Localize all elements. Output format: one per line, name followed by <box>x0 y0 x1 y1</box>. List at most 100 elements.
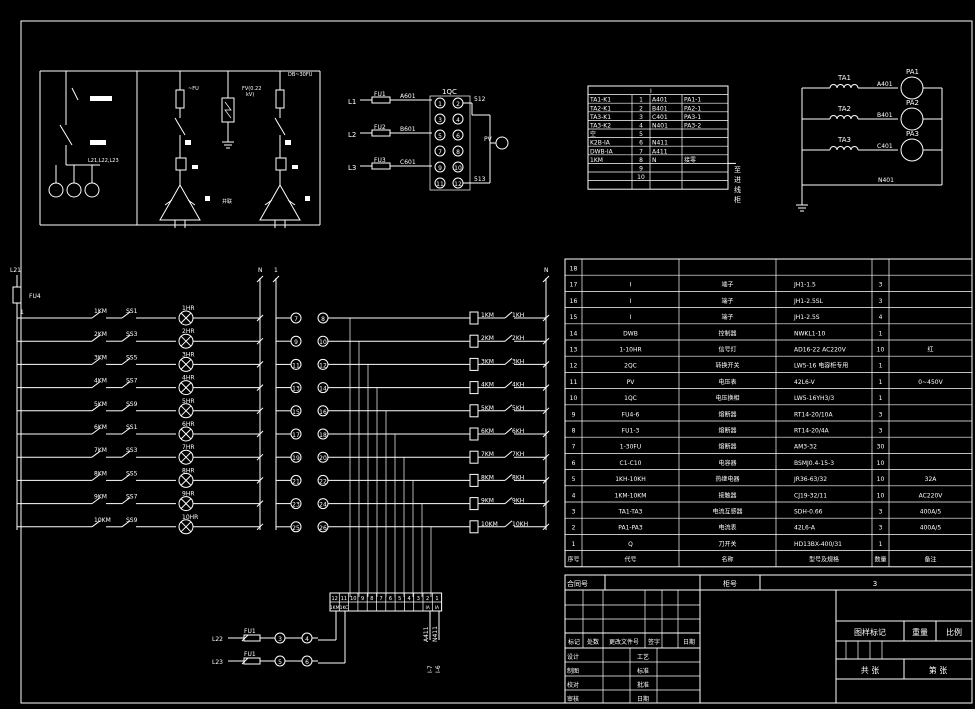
ammeter-label: PA1 <box>906 68 919 76</box>
contactor-coil-icon <box>469 450 479 464</box>
fuse-icon <box>175 89 185 109</box>
bom-qty: 3 <box>879 428 883 435</box>
fuse-label-2: DB~30FU <box>288 72 313 78</box>
contact-number: 5 <box>438 133 442 140</box>
ct-coil-icon <box>843 146 852 151</box>
aux-contact-label: 4KM <box>94 378 107 385</box>
terminal-number: 10 <box>319 339 327 346</box>
contactor-coil-icon <box>469 473 479 487</box>
side-note-char: 线 <box>734 185 741 194</box>
ct-coil-icon <box>836 146 845 151</box>
thermal-relay-label: 4KH <box>512 382 524 389</box>
switch-contact-icon <box>452 145 464 157</box>
aux-contact-label: 1KM <box>94 308 107 315</box>
contact-number: 6 <box>456 133 460 140</box>
revision-header: 更改文件号 <box>609 638 639 646</box>
bom-number: 5 <box>572 476 576 483</box>
strip-number: 3 <box>417 596 420 602</box>
supply-label: L22 <box>212 636 223 643</box>
bom-number: 15 <box>570 314 578 321</box>
sheet-number-label: 第 张 <box>929 665 948 675</box>
neutral-bus-label: N <box>544 267 549 274</box>
strip-sub: 1KM <box>330 605 340 611</box>
coil-label: 6KM <box>481 428 494 435</box>
bom-name: 热继电器 <box>715 475 739 483</box>
phase-label: B601 <box>400 126 416 133</box>
terminal-source: TA1-K1 <box>589 97 611 104</box>
terminal-number: 3 <box>278 636 282 643</box>
cabinet-label: 柜号 <box>723 579 737 588</box>
lamp-label: 4HR <box>182 375 195 382</box>
bom-code: I <box>630 298 632 305</box>
phase-label: A601 <box>400 93 416 100</box>
bom-model: JH1-2.5S <box>793 314 820 321</box>
bom-name: 电压换相 <box>715 394 739 402</box>
bom-model: AD16-22 AC220V <box>794 347 847 354</box>
fuse-label: FU1 <box>244 628 256 635</box>
lamp-label: 10HR <box>182 514 198 521</box>
terminal-number: 5 <box>278 659 282 666</box>
aux-contact-label: 8KM <box>94 470 107 477</box>
thermal-relay-label: 8KH <box>512 474 524 481</box>
ct-coil-icon <box>836 115 845 120</box>
terminal-number: 16 <box>319 409 327 416</box>
fuse-label: ~FU <box>188 86 199 92</box>
node-label: 1 <box>20 309 24 316</box>
bom-qty: 3 <box>879 525 883 532</box>
terminal-number: 2 <box>639 105 643 112</box>
selector-label: SS3 <box>126 331 138 338</box>
terminal-number: 7 <box>639 148 643 155</box>
terminal-number: 7 <box>294 316 298 323</box>
bom-code: 1KM-10KM <box>615 492 647 499</box>
terminal-number: 17 <box>292 432 300 439</box>
lamp-label: 5HR <box>182 398 195 405</box>
ct-coil-icon <box>843 115 852 120</box>
role-label: 设计 <box>567 653 579 661</box>
aux-contact-label: 7KM <box>94 447 107 454</box>
bom-model: JR36-63/32 <box>793 476 827 483</box>
bom-qty: 3 <box>879 298 883 305</box>
bom-code: TA1-TA3 <box>618 509 643 516</box>
contact-number: 3 <box>438 117 442 124</box>
bom-qty: 10 <box>877 460 885 467</box>
bom-qty: 10 <box>877 492 885 499</box>
strip-number: 5 <box>398 596 401 602</box>
role-label: 制图 <box>567 667 579 675</box>
bom-note: 400A/5 <box>920 509 942 516</box>
terminal-number: 8 <box>639 157 643 164</box>
coil-label: 10KM <box>481 521 498 528</box>
lamp-label: 6HR <box>182 421 195 428</box>
thermal-relay-label: 3KH <box>512 358 524 365</box>
label-block-icon <box>90 96 112 101</box>
ammeter-label: PA2 <box>906 99 919 107</box>
strip-number: 10 <box>350 596 356 602</box>
bom-qty: 4 <box>879 314 883 321</box>
fuse-label: FU1 <box>374 91 386 98</box>
bom-number: 12 <box>570 363 578 370</box>
arrester-label: FV(0.22 <box>242 86 261 92</box>
ct-label: TA1 <box>837 74 851 82</box>
terminal-source: DWB-IA <box>590 148 614 155</box>
bom-code: PA1-PA3 <box>618 525 643 532</box>
selector-label: SS5 <box>126 354 138 361</box>
contactor-coil-icon <box>469 357 479 371</box>
bom-name: 转换开关 <box>715 362 739 370</box>
terminal-number: 23 <box>292 502 300 509</box>
contact-number: 4 <box>456 117 460 124</box>
lamp-label: 1HR <box>182 305 195 312</box>
aux-contact-label: 9KM <box>94 494 107 501</box>
aux-contact-label: 5KM <box>94 401 107 408</box>
coil-label: 2KM <box>481 335 494 342</box>
bom-number: 8 <box>572 428 576 435</box>
bom-model: JH1-1.5 <box>793 282 816 289</box>
terminal-number: 9 <box>639 166 643 173</box>
primary-circuit: L21,L22,L23 ~FU FV(0.22 kV) DB~30FU <box>39 70 321 228</box>
bus-label: 1 <box>274 267 278 274</box>
bom-model: LW5-16YH3/3 <box>794 395 834 402</box>
coil-label: 7KM <box>481 451 494 458</box>
scale-label: 比例 <box>946 627 962 637</box>
lamp-label: 2HR <box>182 328 195 335</box>
switch-contact-icon <box>434 161 446 173</box>
